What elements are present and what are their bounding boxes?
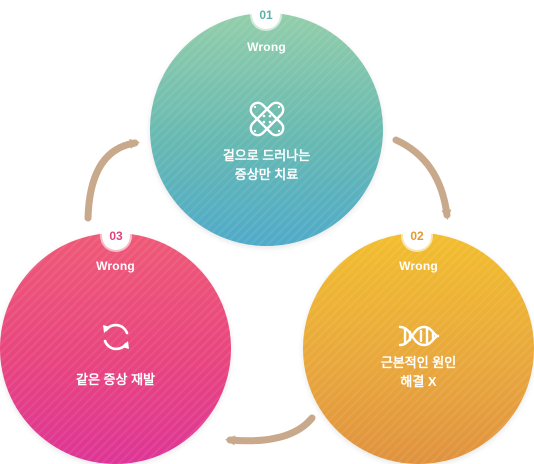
refresh-icon xyxy=(102,323,129,351)
arrow-3-to-1 xyxy=(84,138,140,222)
step-label-line-2: 증상만 치료 xyxy=(234,167,299,182)
step-label-line-2: 해결 X xyxy=(400,374,437,389)
step-label-line-1: 겉으로 드러나는 xyxy=(222,148,311,163)
arrow-2-to-3 xyxy=(225,414,316,446)
step-status: Wrong xyxy=(247,40,286,54)
step-status: Wrong xyxy=(399,259,438,273)
step-status: Wrong xyxy=(96,259,135,273)
bandage-icon xyxy=(249,101,284,137)
step-number-badge-3: 03 xyxy=(102,222,130,250)
step-number-badge-1: 01 xyxy=(252,1,280,29)
arrow-1-to-2 xyxy=(392,136,452,220)
step-circle-3: Wrong 같은 증상 재발 xyxy=(0,233,231,464)
step-number-badge-2: 02 xyxy=(403,222,431,250)
step-circle-1: Wrong 겉으로 드러나는 증상만 치료 xyxy=(150,13,383,246)
step-label-line-1: 근본적인 원인 xyxy=(380,355,457,370)
step-label-line-1: 같은 증상 재발 xyxy=(76,372,155,387)
step-circle-2: Wrong 근본적인 원인 해결 X xyxy=(303,233,534,464)
dna-icon xyxy=(398,325,439,347)
